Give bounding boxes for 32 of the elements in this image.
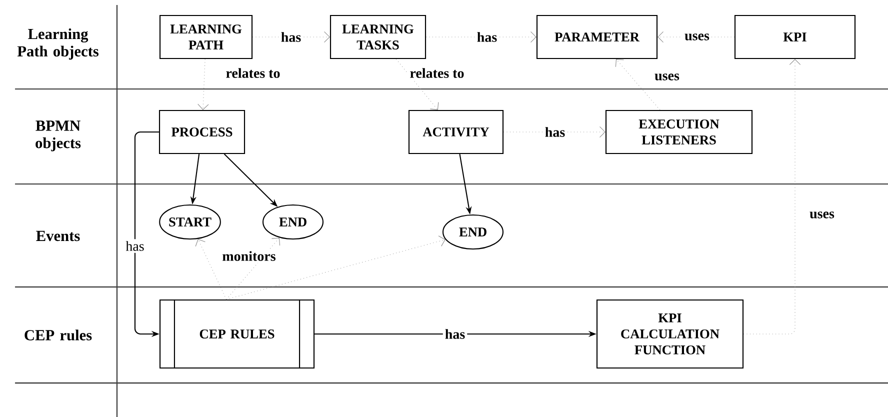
process-box: EXECUTION LISTENERS	[605, 110, 753, 154]
lane-label: Learning Path objects	[17, 28, 98, 60]
process-box: PROCESS	[158, 110, 246, 154]
process-box: PARAMETER	[536, 14, 658, 60]
process-box: ACTIVITY	[408, 110, 504, 154]
arrow	[743, 59, 801, 334]
edge-label: relates to	[408, 66, 466, 80]
arrow	[226, 238, 280, 300]
arrow	[198, 58, 209, 110]
edge-label: monitors	[220, 249, 278, 263]
arrow	[615, 59, 660, 110]
edge-label: uses	[682, 32, 712, 42]
edge-label: has	[542, 125, 568, 139]
edge-label: has	[124, 239, 146, 253]
edge-label: has	[278, 30, 304, 44]
edge-label: relates to	[224, 66, 282, 80]
arrow	[396, 58, 439, 110]
process-box: KPI	[734, 14, 856, 60]
edge-label: uses	[808, 210, 836, 220]
process-box: LEARNING TASKS	[330, 14, 426, 60]
lane-label: Events	[36, 230, 80, 242]
process-box: LEARNING PATH	[159, 14, 253, 60]
process-box: KPI CALCULATION FUNCTION	[596, 299, 744, 369]
lane-label: CEP rules	[24, 330, 92, 340]
edge-label: has	[442, 327, 468, 341]
arrow	[226, 236, 446, 300]
lane-label: BPMN objects	[36, 120, 81, 152]
subprocess-box: CEP RULES	[159, 299, 315, 369]
edge-label: uses	[652, 72, 682, 82]
arrow	[426, 31, 536, 43]
edge-label: has	[474, 30, 500, 44]
arrow	[195, 238, 227, 300]
